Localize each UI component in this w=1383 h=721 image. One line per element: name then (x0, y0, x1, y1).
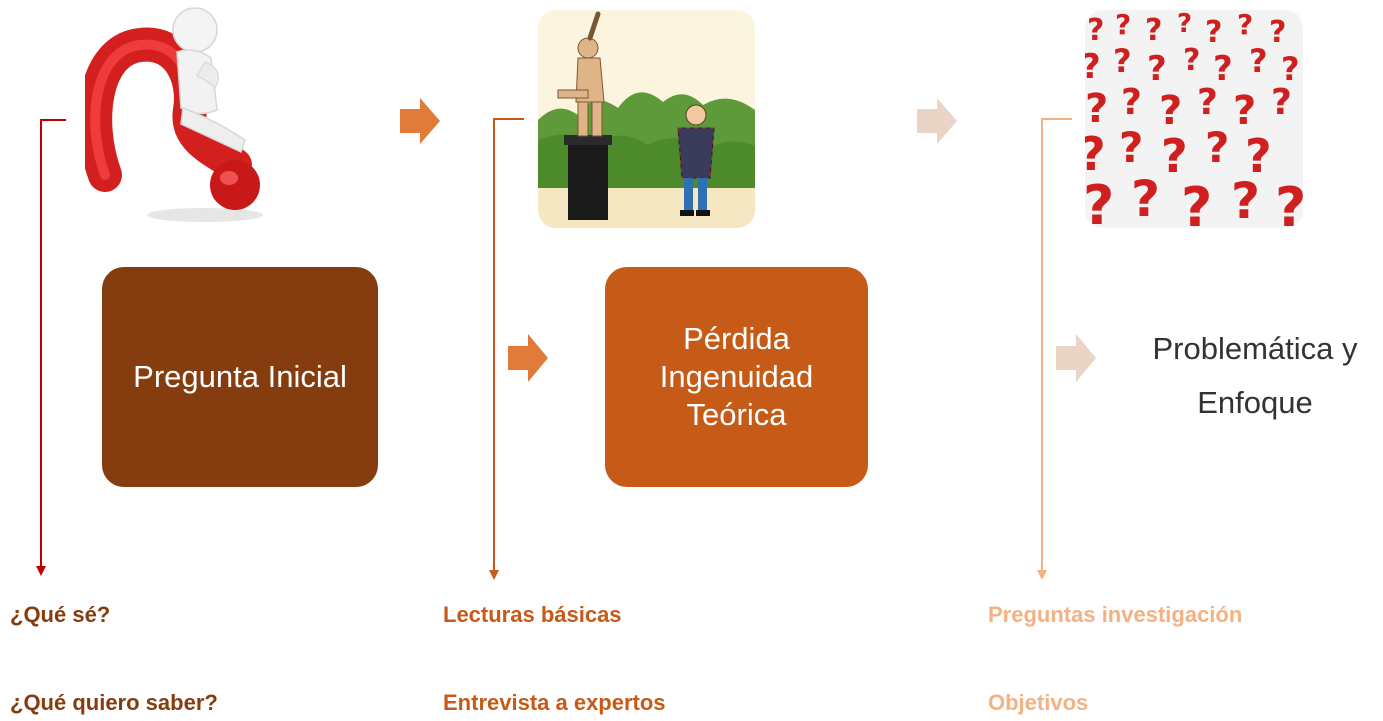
svg-text:?: ? (1181, 176, 1212, 228)
svg-text:?: ? (1121, 82, 1142, 123)
stage-text-problematica: Problemática y Enfoque (1130, 322, 1380, 431)
svg-text:?: ? (1119, 123, 1143, 172)
svg-text:?: ? (1159, 88, 1182, 134)
stage-1-label: ¿Qué sé? (10, 602, 111, 627)
svg-text:?: ? (1085, 174, 1114, 228)
stage-2-label: Lecturas básicas (443, 602, 622, 627)
right-arrow-icon (1056, 334, 1096, 382)
svg-text:?: ? (1183, 43, 1200, 78)
svg-text:?: ? (1087, 13, 1104, 48)
svg-text:?: ? (1205, 123, 1229, 172)
connector-line-1 (36, 119, 66, 576)
svg-text:?: ? (1245, 129, 1272, 183)
stage-box-line: Teórica (686, 396, 787, 432)
svg-text:?: ? (1233, 88, 1256, 134)
stage-box-line: Ingenuidad (659, 359, 814, 395)
svg-text:?: ? (1115, 10, 1131, 41)
svg-text:?: ? (1205, 15, 1222, 50)
right-arrow-icon (400, 98, 440, 144)
svg-text:?: ? (1231, 172, 1260, 228)
svg-text:?: ? (1213, 49, 1233, 89)
right-arrow-icon (508, 334, 548, 382)
svg-text:?: ? (1237, 10, 1253, 41)
stage-box-line: Pérdida (683, 321, 790, 357)
question-mark-person-image (85, 0, 265, 225)
stage-1-label: ¿Qué quiero saber? (10, 690, 218, 715)
svg-text:?: ? (1161, 129, 1188, 183)
connector-line-3 (1037, 118, 1072, 580)
svg-text:?: ? (1085, 127, 1106, 181)
connector-line-2 (489, 118, 524, 580)
question-marks-image: ?? ?? ?? ? ?? ?? ?? ? ?? ?? ?? ?? ?? ? ?… (1085, 10, 1303, 228)
svg-text:?: ? (1145, 13, 1162, 48)
stage-text-line: Enfoque (1197, 385, 1313, 421)
svg-text:?: ? (1249, 42, 1268, 80)
stage-box-perdida-ingenuidad: Pérdida Ingenuidad Teórica (605, 267, 868, 487)
right-arrow-icon (917, 98, 957, 144)
svg-text:?: ? (1197, 82, 1218, 123)
svg-text:?: ? (1147, 49, 1167, 89)
stage-3-label: Preguntas investigación (988, 602, 1243, 627)
svg-text:?: ? (1131, 170, 1160, 228)
stage-box-pregunta-inicial: Pregunta Inicial (102, 267, 378, 487)
stage-text-line: Problemática y (1152, 331, 1358, 366)
stage-box-label: Pregunta Inicial (133, 359, 347, 395)
svg-text:?: ? (1271, 82, 1292, 123)
statue-cartoon-image (538, 10, 755, 228)
svg-text:?: ? (1085, 47, 1101, 87)
stage-3-label: Objetivos (988, 690, 1089, 715)
svg-text:?: ? (1269, 15, 1286, 50)
svg-text:?: ? (1177, 10, 1192, 39)
svg-text:?: ? (1275, 176, 1303, 228)
stage-2-label: Entrevista a expertos (443, 690, 666, 715)
svg-text:?: ? (1113, 42, 1132, 80)
svg-text:?: ? (1281, 50, 1300, 88)
svg-text:?: ? (1085, 86, 1108, 132)
